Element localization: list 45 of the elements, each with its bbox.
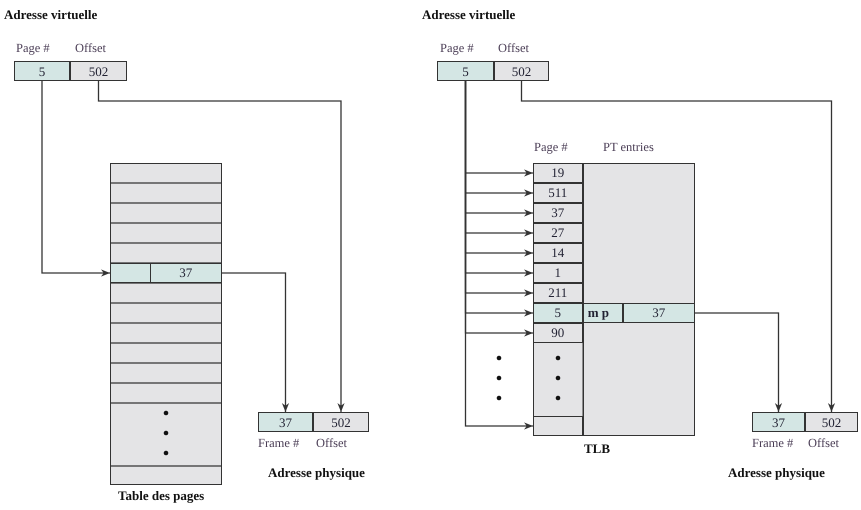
page-number-cell: 5 [14, 61, 70, 81]
tlb-table [533, 163, 695, 436]
section-heading: Adresse physique [268, 466, 365, 480]
page-number-cell: 14 [532, 242, 583, 263]
column-heading: Offset [316, 437, 348, 451]
arrow [41, 81, 110, 277]
page-number-cell: 19 [532, 162, 583, 183]
page-number-cell: 27 [532, 222, 583, 243]
page-number-cell: 511 [532, 182, 583, 203]
column-heading: Page # [16, 42, 50, 56]
page-number-cell: 37 [532, 202, 583, 223]
arrow [98, 81, 345, 412]
column-heading: Page # [534, 141, 568, 155]
page-number-cell: 5 [437, 61, 494, 81]
frame-number-text: 37 [178, 266, 194, 280]
arrow [222, 272, 290, 412]
column-heading: Page # [440, 42, 474, 56]
column-heading: Offset [498, 42, 530, 56]
frame-number-cell: 37 [622, 302, 695, 323]
offset-cell: 502 [805, 412, 858, 432]
section-heading: Table des pages [118, 489, 204, 504]
section-heading: Adresse virtuelle [422, 8, 516, 22]
page-number-cell: 90 [532, 322, 583, 343]
page-number-cell: 5 [532, 302, 583, 323]
frame-number-cell: 37 [752, 412, 805, 432]
section-heading: Adresse virtuelle [4, 8, 98, 22]
page-number-cell: 1 [532, 262, 583, 283]
column-heading: Frame # [258, 437, 300, 451]
column-heading: Offset [808, 437, 840, 451]
empty-cell [532, 416, 583, 436]
page-table [110, 163, 222, 485]
column-heading: Offset [75, 42, 106, 56]
control-bits-cell: m p [582, 302, 623, 323]
page-table-entry [110, 262, 222, 283]
section-heading: Adresse physique [728, 466, 825, 480]
arrow [695, 312, 782, 412]
offset-cell: 502 [70, 61, 127, 81]
column-heading: PT entries [603, 141, 654, 155]
offset-cell: 502 [313, 412, 369, 432]
frame-number-cell: 37 [258, 412, 313, 432]
arrow [520, 81, 836, 412]
page-number-cell: 211 [532, 282, 583, 303]
offset-cell: 502 [494, 61, 549, 81]
section-heading: TLB [584, 442, 610, 456]
column-heading: Frame # [752, 437, 794, 451]
